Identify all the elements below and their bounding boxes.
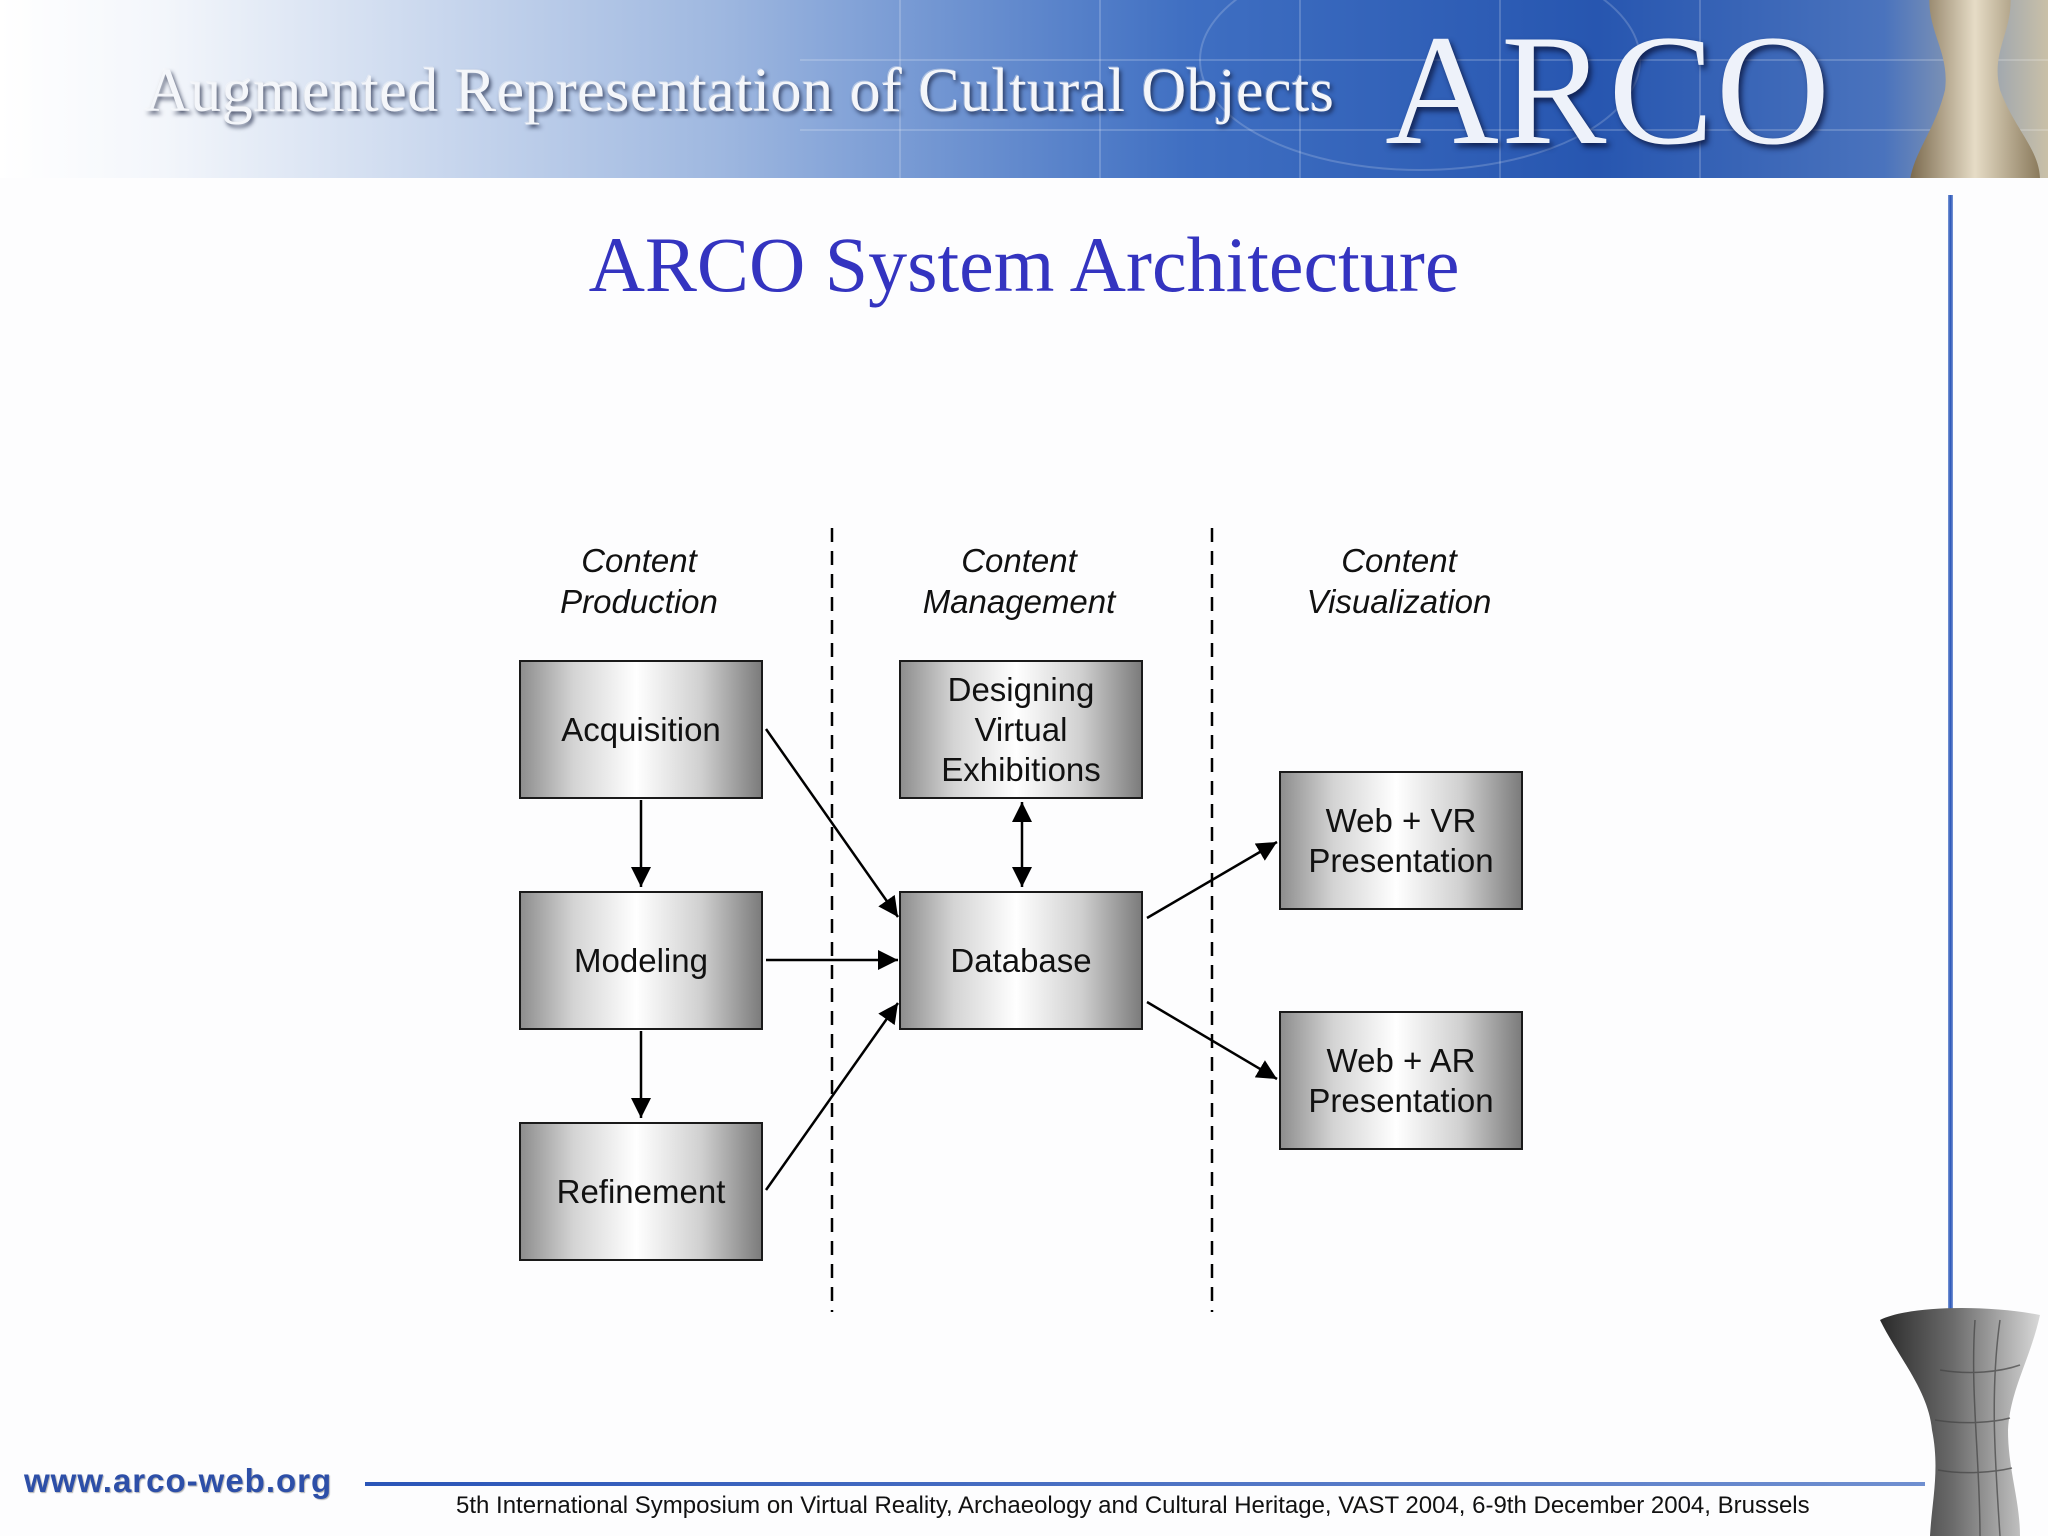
- footer-website-link[interactable]: www.arco-web.org: [24, 1462, 333, 1499]
- node-refinement: Refinement: [519, 1122, 763, 1261]
- arrow-refinement-database: [764, 1002, 900, 1191]
- node-acquisition: Acquisition: [519, 660, 763, 799]
- arco-logo: ARCO: [1385, 3, 1832, 178]
- node-designing-virtual-exhibitions: Designing Virtual Exhibitions: [899, 660, 1143, 799]
- vase-wireframe-icon: [1880, 1308, 2040, 1536]
- node-database: Database: [899, 891, 1143, 1030]
- node-modeling: Modeling: [519, 891, 763, 1030]
- arrow-acquisition-database: [764, 728, 900, 918]
- arrow-database-webvr: [1146, 840, 1278, 920]
- banner-grid-pattern: [800, 0, 2048, 178]
- vase-icon: [1910, 0, 2040, 178]
- footer-divider: [365, 1482, 1925, 1486]
- node-web-vr-presentation: Web + VR Presentation: [1279, 771, 1523, 910]
- header-banner: Augmented Representation of Cultural Obj…: [0, 0, 2048, 178]
- slide-title: ARCO System Architecture: [588, 221, 1460, 308]
- arrow-database-webar: [1146, 1000, 1278, 1081]
- right-divider: [1948, 195, 1953, 1345]
- footer-conference-text: 5th International Symposium on Virtual R…: [456, 1492, 1810, 1519]
- node-web-ar-presentation: Web + AR Presentation: [1279, 1011, 1523, 1150]
- banner-tagline: Augmented Representation of Cultural Obj…: [145, 57, 1335, 125]
